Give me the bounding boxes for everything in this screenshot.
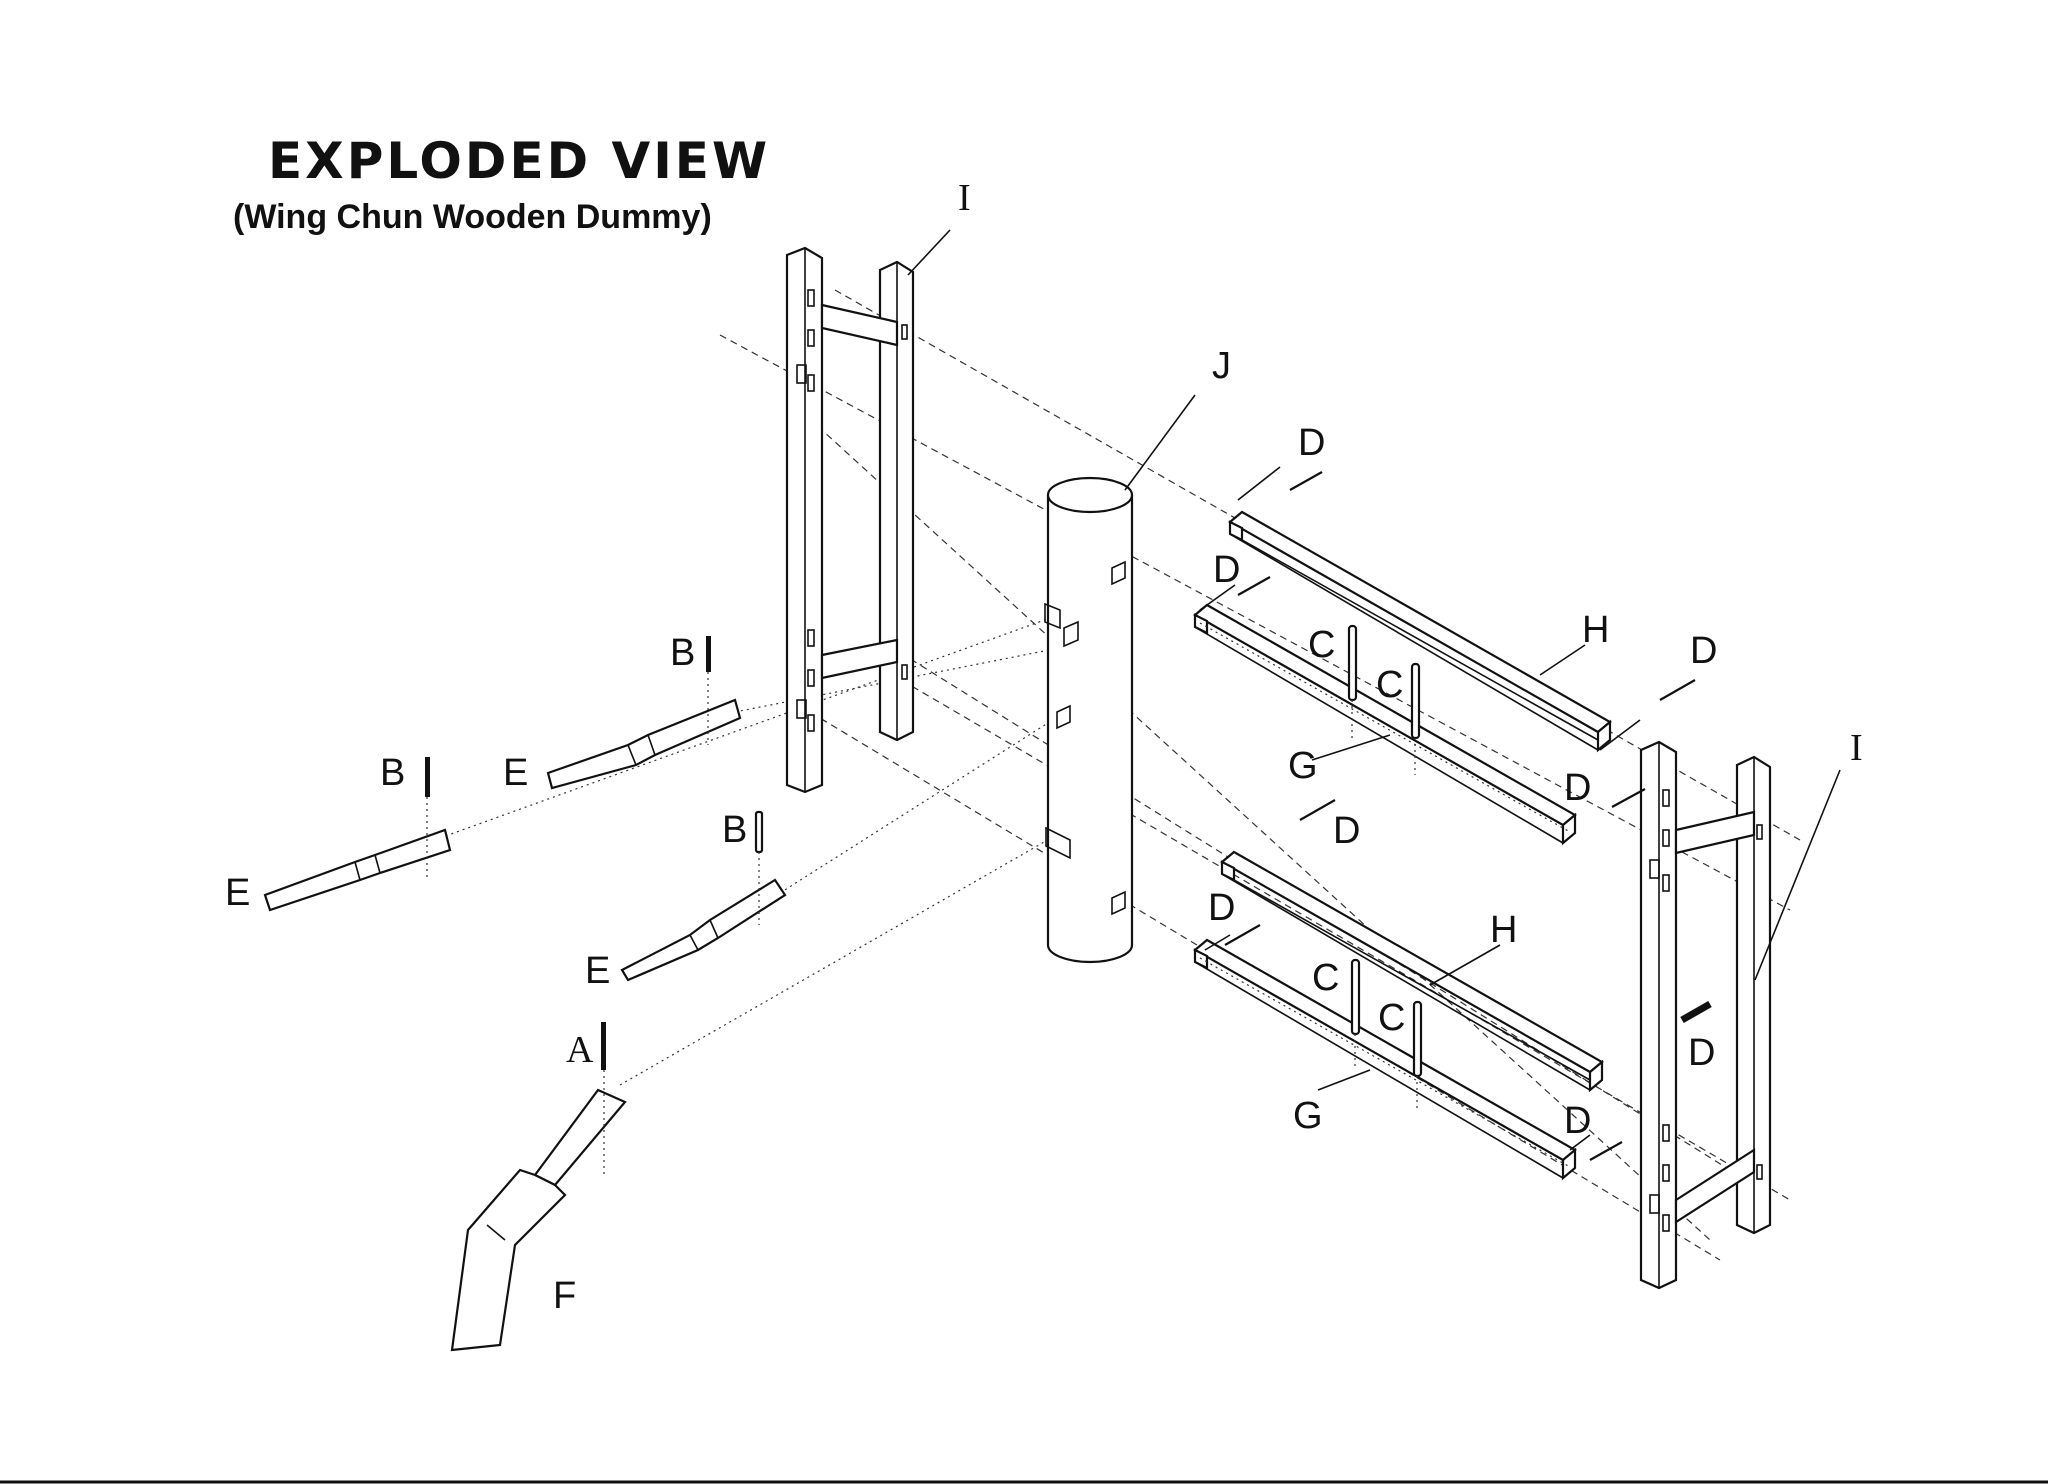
upper-rail-part-H bbox=[1228, 510, 1612, 753]
label-D-6: D bbox=[1208, 887, 1235, 929]
label-H-upper: H bbox=[1582, 609, 1609, 651]
pins-part-C bbox=[1347, 624, 1423, 1110]
body-post-part-J bbox=[1044, 476, 1134, 964]
label-I-left: I bbox=[958, 177, 971, 219]
label-D-1: D bbox=[1298, 422, 1325, 464]
label-E-3: E bbox=[585, 950, 610, 992]
label-C-1: C bbox=[1308, 624, 1335, 666]
label-C-4: C bbox=[1378, 997, 1405, 1039]
upper-rail-part-G bbox=[1193, 603, 1577, 846]
lower-rail-part-H bbox=[1220, 850, 1604, 1093]
label-B-1: B bbox=[670, 632, 695, 674]
label-H-lower: H bbox=[1490, 909, 1517, 951]
lower-rail-part-G bbox=[1193, 938, 1577, 1181]
label-C-3: C bbox=[1312, 957, 1339, 999]
left-frame-part-I bbox=[785, 246, 915, 794]
leg-part-F bbox=[450, 1022, 627, 1352]
label-G-upper: G bbox=[1288, 745, 1318, 787]
label-F: F bbox=[553, 1275, 576, 1317]
label-E-1: E bbox=[503, 752, 528, 794]
leader-lines bbox=[907, 229, 1841, 1151]
label-G-lower: G bbox=[1293, 1095, 1323, 1137]
label-C-2: C bbox=[1376, 664, 1403, 706]
diagram-title: EXPLODED VIEW bbox=[268, 132, 771, 190]
label-D-4: D bbox=[1564, 767, 1591, 809]
label-I-right: I bbox=[1850, 727, 1863, 769]
arm-part-E-left bbox=[263, 757, 452, 912]
label-D-7: D bbox=[1688, 1032, 1715, 1074]
right-frame-part-I bbox=[1639, 740, 1772, 1290]
label-B-2: B bbox=[380, 752, 405, 794]
label-D-8: D bbox=[1564, 1100, 1591, 1142]
label-A: A bbox=[566, 1029, 594, 1071]
label-D-5: D bbox=[1333, 810, 1360, 852]
dowels-part-D bbox=[1224, 471, 1712, 1161]
label-D-3: D bbox=[1690, 630, 1717, 672]
label-E-2: E bbox=[225, 872, 250, 914]
part-labels: I J D D C C H D G D D I D H C C D G D B … bbox=[225, 177, 1863, 1317]
label-B-3: B bbox=[722, 809, 747, 851]
arm-part-E-lower bbox=[620, 810, 787, 982]
diagram-subtitle: (Wing Chun Wooden Dummy) bbox=[233, 198, 712, 236]
label-J: J bbox=[1212, 345, 1231, 387]
label-D-2: D bbox=[1213, 549, 1240, 591]
arm-part-E-upper bbox=[546, 636, 742, 790]
